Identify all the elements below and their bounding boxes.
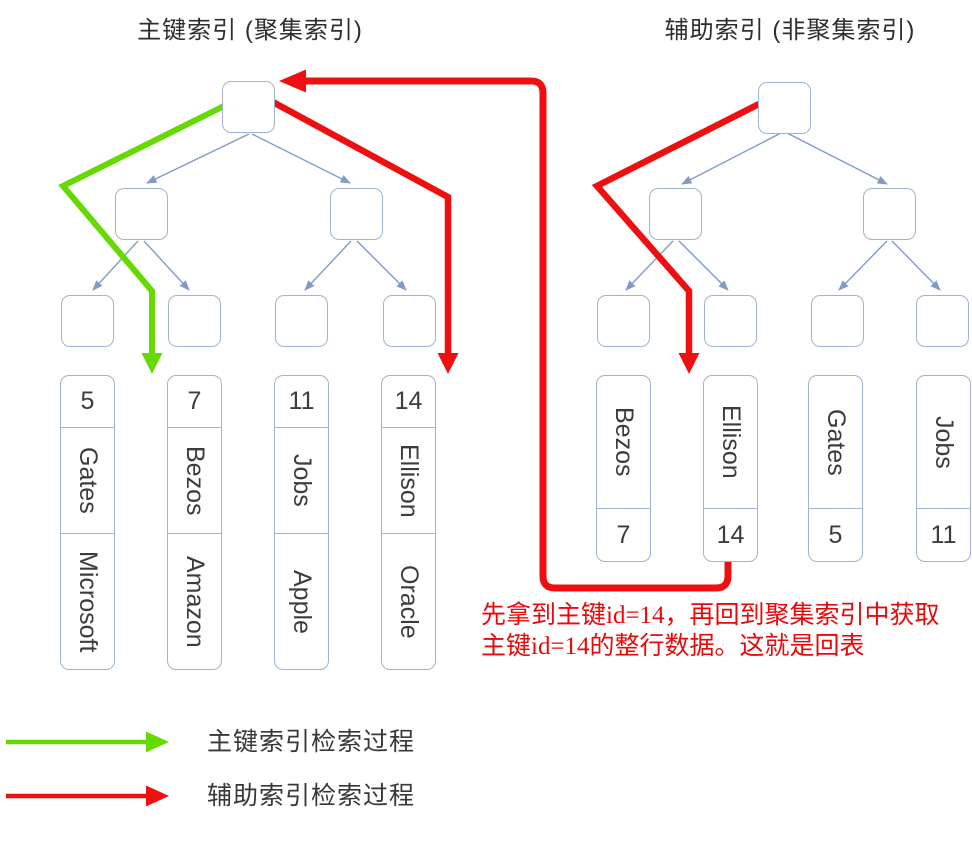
back-to-table-path	[306, 77, 732, 592]
clustered-lookup-arrowhead-icon	[437, 353, 459, 374]
right-tree-root-node	[758, 82, 811, 134]
tree-edge	[92, 240, 139, 291]
leaf-id: 11	[288, 387, 315, 415]
secondary-leaf-row: Gates 5	[808, 375, 863, 562]
leaf-id-cell: 5	[61, 376, 114, 428]
right-tree-l3-node-3	[811, 295, 864, 347]
tree-edge	[838, 240, 888, 291]
tree-edge	[891, 240, 941, 291]
leaf-name-cell: Jobs	[917, 376, 970, 509]
leaf-name: Ellison	[717, 405, 745, 479]
leaf-name: Gates	[74, 447, 102, 514]
leaf-name-cell: Bezos	[168, 428, 221, 534]
leaf-id-cell: 11	[275, 376, 328, 428]
leaf-name-cell: Ellison	[382, 428, 435, 534]
primary-index-search-path	[58, 100, 232, 355]
leaf-company-cell: Apple	[275, 534, 328, 669]
leaf-company: Oracle	[395, 564, 423, 639]
secondary-leaf-row: Jobs 11	[916, 375, 971, 562]
left-tree-l3-node-4	[383, 295, 436, 347]
leaf-name: Bezos	[181, 445, 209, 516]
tree-edge	[356, 240, 407, 291]
leaf-id: 14	[394, 387, 423, 415]
leaf-company: Apple	[288, 569, 316, 634]
leaf-name: Gates	[822, 408, 850, 476]
leaf-id: 7	[187, 387, 202, 415]
right-tree-l3-node-1	[597, 295, 650, 347]
leaf-id: 5	[80, 387, 95, 415]
leaf-company: Microsoft	[74, 550, 102, 653]
clustered-leaf-row: 11 Jobs Apple	[274, 375, 329, 670]
left-tree-l3-node-1	[61, 295, 114, 347]
leaf-id: 14	[716, 520, 745, 549]
left-tree-l3-node-3	[275, 295, 328, 347]
leaf-company-cell: Microsoft	[61, 534, 114, 669]
left-tree-l2-node-2	[330, 188, 383, 240]
right-tree-l3-node-2	[704, 295, 757, 347]
legend-secondary-arrowhead-icon	[146, 785, 169, 807]
left-tree-l3-node-2	[168, 295, 221, 347]
leaf-id-cell: 5	[809, 509, 862, 561]
left-index-title: 主键索引 (聚集索引)	[137, 17, 363, 44]
right-tree-l2-node-1	[649, 188, 702, 240]
secondary-index-search-path	[591, 101, 761, 355]
leaf-id-cell: 7	[597, 509, 650, 561]
clustered-leaf-row: 5 Gates Microsoft	[60, 375, 115, 670]
leaf-id-cell: 14	[382, 376, 435, 428]
legend-secondary-label: 辅助索引检索过程	[207, 782, 416, 810]
tree-edge	[304, 240, 352, 291]
leaf-name: Jobs	[930, 415, 958, 469]
right-index-title: 辅助索引 (非聚集索引)	[664, 17, 916, 44]
leaf-name-cell: Ellison	[704, 376, 757, 509]
primary-search-arrowhead-icon	[141, 353, 163, 374]
back-to-table-annotation-line1: 先拿到主键id=14，再回到聚集索引中获取	[481, 602, 940, 629]
tree-edge	[681, 132, 782, 185]
leaf-id-cell: 7	[168, 376, 221, 428]
leaf-id: 5	[828, 520, 843, 549]
leaf-company-cell: Amazon	[168, 534, 221, 669]
tree-edge	[251, 133, 351, 184]
secondary-leaf-row: Ellison 14	[703, 375, 758, 562]
leaf-id-cell: 14	[704, 509, 757, 561]
leaf-id: 7	[616, 520, 631, 549]
leaf-name: Ellison	[395, 443, 423, 518]
tree-edge	[143, 240, 190, 291]
right-tree-l2-node-2	[863, 188, 916, 240]
clustered-lookup-path	[269, 98, 452, 355]
clustered-leaf-row: 7 Bezos Amazon	[167, 375, 222, 670]
tree-edge	[678, 240, 729, 291]
leaf-name-cell: Bezos	[597, 376, 650, 509]
right-tree-l3-node-4	[916, 295, 969, 347]
leaf-name-cell: Jobs	[275, 428, 328, 534]
leaf-company: Amazon	[181, 555, 209, 648]
legend-primary-label: 主键索引检索过程	[207, 728, 416, 756]
leaf-name: Jobs	[288, 454, 316, 507]
left-tree-root-node	[222, 81, 275, 133]
secondary-leaf-row: Bezos 7	[596, 375, 651, 562]
tree-edge	[786, 132, 888, 185]
leaf-company-cell: Oracle	[382, 534, 435, 669]
leaf-id-cell: 11	[917, 509, 970, 561]
leaf-name-cell: Gates	[809, 376, 862, 509]
back-to-table-arrowhead-icon	[279, 69, 306, 93]
tree-edge	[625, 240, 674, 291]
tree-edge	[146, 133, 250, 184]
leaf-name-cell: Gates	[61, 428, 114, 534]
leaf-id: 11	[930, 520, 957, 549]
left-tree-l2-node-1	[115, 188, 168, 240]
leaf-name: Bezos	[610, 407, 638, 477]
clustered-leaf-row: 14 Ellison Oracle	[381, 375, 436, 670]
back-to-table-annotation-line2: 主键id=14的整行数据。这就是回表	[481, 633, 865, 660]
legend-primary-arrowhead-icon	[146, 731, 169, 753]
secondary-search-arrowhead-icon	[678, 353, 700, 374]
